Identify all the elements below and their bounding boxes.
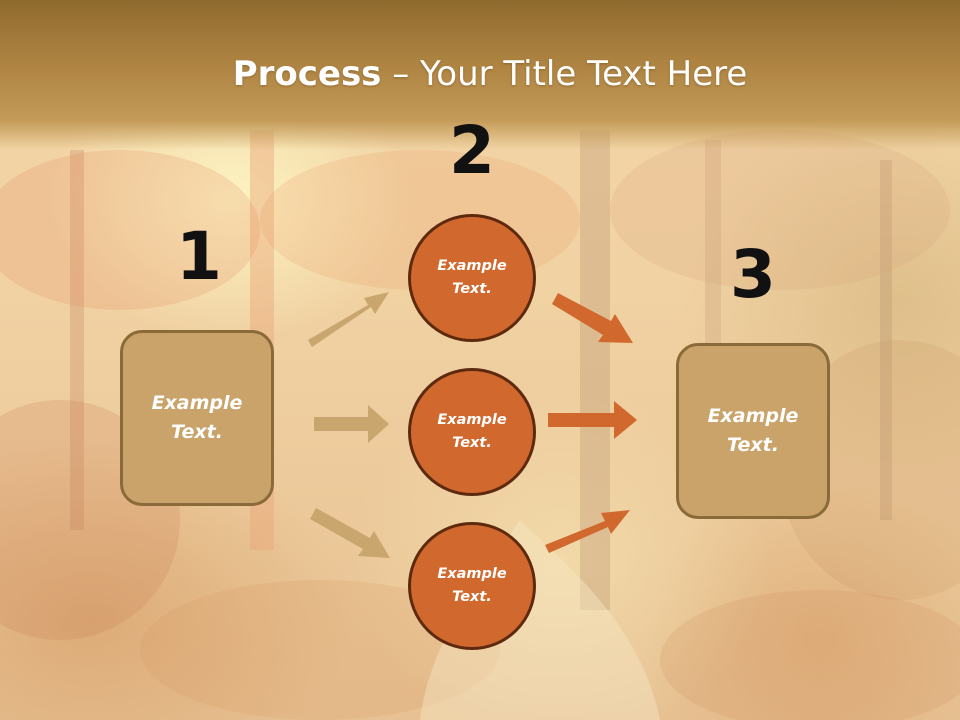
circle-top-text: Example Text. xyxy=(427,255,517,301)
step-number-2: 2 xyxy=(449,112,495,189)
arrow-from-circle-top xyxy=(552,293,633,343)
circle-bottom: Example Text. xyxy=(408,522,536,650)
circle-top: Example Text. xyxy=(408,214,536,342)
circle-middle-line-2: Text. xyxy=(452,435,492,451)
right-step-box: Example Text. xyxy=(676,343,830,519)
left-step-box-text: Example Text. xyxy=(137,389,257,447)
circle-bottom-line-1: Example xyxy=(437,566,507,582)
title-band xyxy=(0,0,960,150)
arrow-to-circle-top xyxy=(308,292,389,347)
circle-bottom-text: Example Text. xyxy=(427,563,517,609)
title-rest: – Your Title Text Here xyxy=(381,54,748,94)
circle-middle: Example Text. xyxy=(408,368,536,496)
step-number-1: 1 xyxy=(176,218,222,295)
circle-top-line-2: Text. xyxy=(452,281,492,297)
arrow-to-circle-bottom xyxy=(310,508,390,558)
right-step-box-text: Example Text. xyxy=(693,402,813,460)
right-box-line-2: Text. xyxy=(727,434,779,456)
circle-bottom-line-2: Text. xyxy=(452,589,492,605)
title-bold: Process xyxy=(232,54,382,94)
right-box-line-1: Example xyxy=(707,405,799,427)
arrow-to-circle-middle xyxy=(314,405,389,443)
circle-top-line-1: Example xyxy=(437,258,507,274)
arrow-from-circle-bottom xyxy=(545,510,630,553)
step-number-3: 3 xyxy=(730,236,776,313)
left-box-line-1: Example xyxy=(151,392,243,414)
left-step-box: Example Text. xyxy=(120,330,274,506)
slide-title: Process – Your Title Text Here xyxy=(0,52,960,96)
circle-middle-text: Example Text. xyxy=(427,409,517,455)
left-box-line-2: Text. xyxy=(171,421,223,443)
circle-middle-line-1: Example xyxy=(437,412,507,428)
arrow-from-circle-middle xyxy=(548,401,637,439)
